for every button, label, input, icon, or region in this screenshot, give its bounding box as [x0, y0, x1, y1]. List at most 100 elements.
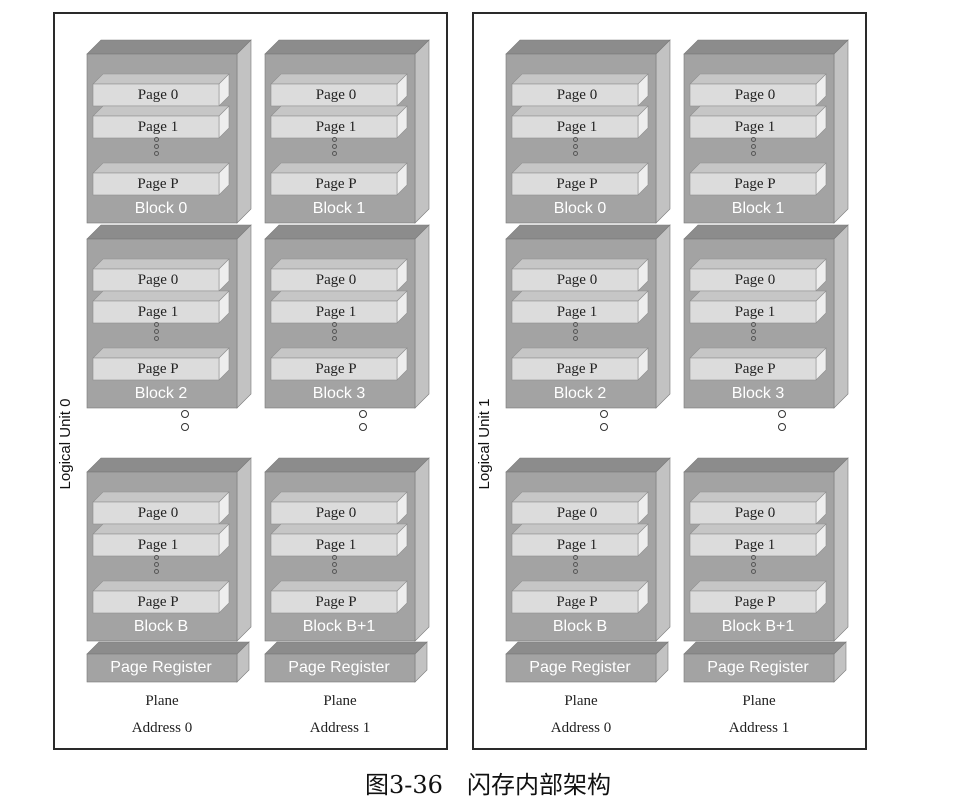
- page-label: Page 1: [315, 119, 357, 135]
- page-shape: [270, 580, 408, 614]
- page-label: Page 1: [137, 304, 179, 320]
- page-label: Page 0: [315, 272, 357, 288]
- block-label: Block 0: [553, 200, 607, 217]
- block-label: Block 2: [134, 385, 188, 402]
- page-shape: [92, 491, 230, 525]
- page-shape: [270, 523, 408, 557]
- page: Page 0: [92, 73, 243, 107]
- page-shape: [92, 73, 230, 107]
- page-ellipsis-icon: [570, 322, 580, 346]
- page-label: Page 1: [556, 537, 598, 553]
- page-label: Page P: [315, 176, 357, 192]
- block-ellipsis-icon: [776, 410, 788, 438]
- page-label: Page 0: [556, 505, 598, 521]
- page-shape: [689, 73, 827, 107]
- page-shape: [92, 258, 230, 292]
- page: Page 0: [689, 73, 840, 107]
- page-label: Page 0: [137, 272, 179, 288]
- page-ellipsis-icon: [329, 137, 339, 161]
- page: Page 1: [92, 105, 243, 139]
- block-label: Block 1: [312, 200, 366, 217]
- page: Page 1: [92, 290, 243, 324]
- page-label: Page 0: [556, 87, 598, 103]
- block-label: Block B: [552, 618, 608, 635]
- page-shape: [511, 290, 649, 324]
- page: Page 1: [689, 105, 840, 139]
- page-label: Page P: [734, 361, 776, 377]
- block-label: Block 3: [731, 385, 785, 402]
- page-label: Page 1: [556, 304, 598, 320]
- page-label: Page P: [137, 361, 179, 377]
- page-label: Page P: [315, 361, 357, 377]
- page-register-label: Page Register: [288, 659, 390, 676]
- page: Page P: [92, 162, 243, 196]
- page: Page 1: [689, 290, 840, 324]
- page-shape: [270, 290, 408, 324]
- page: Page P: [511, 580, 662, 614]
- page: Page 0: [270, 73, 421, 107]
- address-text: Address 1: [309, 720, 371, 736]
- page-shape: [689, 523, 827, 557]
- plane-text: Plane: [323, 693, 357, 709]
- block-ellipsis-icon: [357, 410, 369, 438]
- block-label: Block 2: [553, 385, 607, 402]
- block-ellipsis-icon: [598, 410, 610, 438]
- page: Page 0: [270, 258, 421, 292]
- address-text: Address 0: [131, 720, 193, 736]
- page-label: Page 0: [556, 272, 598, 288]
- page-ellipsis-icon: [151, 555, 161, 579]
- page: Page P: [92, 580, 243, 614]
- block-label: Block B+1: [721, 618, 795, 635]
- page-label: Page P: [556, 361, 598, 377]
- logical-unit-label: Logical Unit 1: [476, 398, 493, 490]
- page-shape: [689, 347, 827, 381]
- page-label: Page 0: [137, 87, 179, 103]
- block-label: Block 3: [312, 385, 366, 402]
- page: Page 1: [511, 105, 662, 139]
- page: Page P: [689, 347, 840, 381]
- page-register-shape: [683, 641, 847, 683]
- page-register: Page Register: [505, 641, 681, 684]
- page-label: Page 0: [315, 505, 357, 521]
- page-label: Page 1: [315, 304, 357, 320]
- plane-text: Plane: [742, 693, 776, 709]
- page: Page 0: [689, 258, 840, 292]
- page: Page P: [270, 162, 421, 196]
- page-ellipsis-icon: [151, 137, 161, 161]
- page-label: Page P: [137, 594, 179, 610]
- page-shape: [92, 162, 230, 196]
- page-register-label: Page Register: [707, 659, 809, 676]
- page: Page 1: [270, 523, 421, 557]
- page-label: Page 1: [556, 119, 598, 135]
- page-register-shape: [264, 641, 428, 683]
- page-shape: [270, 105, 408, 139]
- page: Page 0: [511, 73, 662, 107]
- page: Page P: [270, 580, 421, 614]
- page-label: Page P: [556, 594, 598, 610]
- page-shape: [689, 290, 827, 324]
- page-ellipsis-icon: [748, 322, 758, 346]
- page-register-shape: [86, 641, 250, 683]
- page-label: Page 0: [734, 505, 776, 521]
- block-label: Block B: [133, 618, 189, 635]
- block: Page 0 Page 1 Page P Block B: [505, 457, 681, 653]
- plane-text: Plane: [564, 693, 598, 709]
- page: Page P: [270, 347, 421, 381]
- page-ellipsis-icon: [151, 322, 161, 346]
- block: Page 0 Page 1 Page P Block 2: [86, 224, 262, 420]
- page: Page 1: [270, 105, 421, 139]
- block-label: Block B+1: [302, 618, 376, 635]
- block-label: Block 1: [731, 200, 785, 217]
- page-shape: [511, 347, 649, 381]
- page-shape: [511, 491, 649, 525]
- page-shape: [689, 258, 827, 292]
- page-shape: [511, 580, 649, 614]
